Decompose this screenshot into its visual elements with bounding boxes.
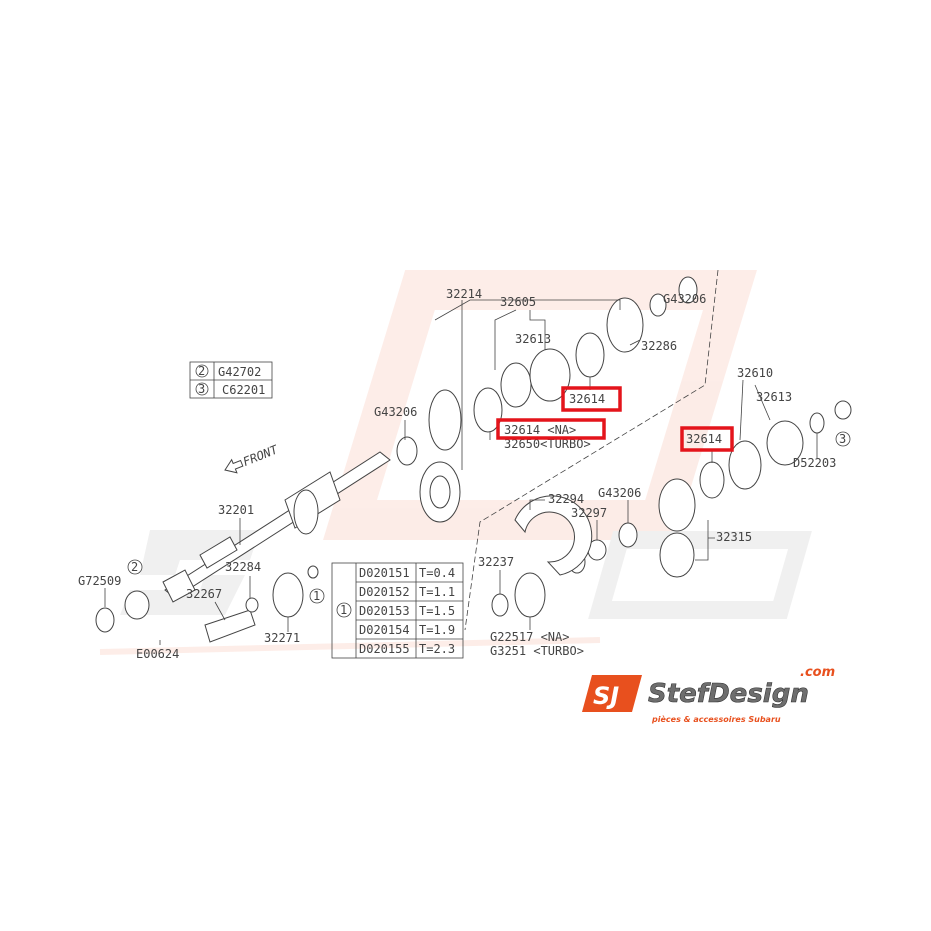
label-32237: 32237 bbox=[478, 555, 514, 569]
label-32614: 32614 bbox=[569, 392, 605, 406]
needle-bearing-g43206-right bbox=[618, 522, 638, 548]
label-32286: 32286 bbox=[641, 339, 677, 353]
main-shaft-32201 bbox=[162, 451, 391, 603]
shim-thickness: T=1.9 bbox=[419, 623, 455, 637]
hub-32610 bbox=[766, 420, 804, 466]
label-32294: 32294 bbox=[548, 492, 584, 506]
logo-sj-letters: SJ bbox=[593, 682, 619, 710]
shim-thickness: T=0.4 bbox=[419, 566, 455, 580]
gear-32214 bbox=[428, 389, 462, 451]
front-indicator: FRONT bbox=[224, 442, 280, 474]
ref-circle-1 bbox=[309, 588, 325, 604]
watermark-tagline-stroke bbox=[99, 637, 601, 655]
label-g22517-na: G22517 <NA> bbox=[490, 630, 569, 644]
hub-32605 bbox=[500, 362, 532, 408]
label-32201: 32201 bbox=[218, 503, 254, 517]
label-32613-right: 32613 bbox=[756, 390, 792, 404]
shim-table: 1 D020151 T=0.4 D020152 T=1.1 D020153 T=… bbox=[331, 562, 464, 659]
label-g43206-right: G43206 bbox=[598, 486, 641, 500]
label-32267: 32267 bbox=[186, 587, 222, 601]
shim-part: D020152 bbox=[359, 585, 410, 599]
shim-part: D020155 bbox=[359, 642, 410, 656]
label-32614-na: 32614 <NA> bbox=[504, 423, 576, 437]
ring-32614 bbox=[575, 332, 605, 378]
shim-part: D020151 bbox=[359, 566, 410, 580]
bushing bbox=[649, 293, 667, 317]
pin-32267 bbox=[204, 609, 256, 643]
shim-thickness: T=1.1 bbox=[419, 585, 455, 599]
half-moon-32294 bbox=[514, 495, 593, 576]
washer-32237 bbox=[491, 593, 509, 617]
shim-thickness: T=2.3 bbox=[419, 642, 455, 656]
label-32610: 32610 bbox=[737, 366, 773, 380]
ref-circle-3 bbox=[835, 431, 851, 447]
label-ref-3: 3 bbox=[839, 432, 846, 446]
gear-32271 bbox=[272, 572, 304, 618]
label-32297: 32297 bbox=[571, 506, 607, 520]
watermark-sj-shape bbox=[323, 270, 757, 540]
label-d52203: D52203 bbox=[793, 456, 836, 470]
leader-lines bbox=[104, 299, 818, 645]
ring-32614-right bbox=[699, 461, 725, 499]
collar bbox=[124, 590, 150, 620]
assembly-boundary bbox=[464, 269, 719, 631]
legend-ref: 3 bbox=[198, 382, 205, 396]
washer-d52203 bbox=[809, 412, 825, 434]
shim-part: D020154 bbox=[359, 623, 410, 637]
logo-brand: StefDesign bbox=[648, 679, 809, 709]
watermark bbox=[99, 270, 812, 655]
seal-g72509 bbox=[95, 607, 115, 633]
logo-tld: .com bbox=[800, 665, 835, 680]
label-g43206-top: G43206 bbox=[663, 292, 706, 306]
label-ref-1: 1 bbox=[313, 589, 320, 603]
label-32214: 32214 bbox=[446, 287, 482, 301]
label-32605: 32605 bbox=[500, 295, 536, 309]
highlight-32614-right bbox=[680, 426, 734, 452]
stefdesign-logo: SJ StefDesign .com pièces & accessoires … bbox=[582, 665, 835, 724]
ring-32614-na bbox=[473, 387, 503, 433]
front-label: FRONT bbox=[241, 442, 280, 469]
highlight-32614-na bbox=[496, 418, 606, 440]
bearing-g22517 bbox=[514, 572, 546, 618]
watermark-sign-shape bbox=[588, 531, 812, 619]
label-32614-right: 32614 bbox=[686, 432, 722, 446]
gear-bore bbox=[429, 475, 451, 509]
needle-bearing-g43206-top bbox=[678, 276, 698, 304]
label-32271: 32271 bbox=[264, 631, 300, 645]
label-32315: 32315 bbox=[716, 530, 752, 544]
sleeve-32610 bbox=[728, 440, 762, 490]
legend-ref: 2 bbox=[198, 364, 205, 378]
shim-thickness: T=1.5 bbox=[419, 604, 455, 618]
front-arrow-icon bbox=[224, 458, 244, 474]
needle-bearing-g43206 bbox=[396, 436, 418, 466]
legend-part: C62201 bbox=[222, 383, 265, 397]
gear-32286 bbox=[606, 297, 644, 353]
label-32650-turbo: 32650<TURBO> bbox=[504, 437, 591, 451]
highlight-32614 bbox=[561, 386, 622, 412]
gear-32315 bbox=[658, 478, 696, 532]
sleeve-32605 bbox=[529, 348, 571, 402]
shim-ref: 1 bbox=[340, 603, 347, 617]
label-e00624: E00624 bbox=[136, 647, 179, 661]
shim-ring bbox=[307, 565, 319, 579]
part-labels: 32214 32605 32613 32614 32614 <NA> 32650… bbox=[78, 287, 851, 661]
label-g43206: G43206 bbox=[374, 405, 417, 419]
label-ref-2: 2 bbox=[131, 560, 138, 574]
label-g72509: G72509 bbox=[78, 574, 121, 588]
shim-part: D020153 bbox=[359, 604, 410, 618]
label-32613: 32613 bbox=[515, 332, 551, 346]
logo-tagline: pièces & accessoires Subaru bbox=[651, 714, 781, 724]
logo-sj-badge bbox=[582, 675, 642, 712]
legend-part: G42702 bbox=[218, 365, 261, 379]
label-32284: 32284 bbox=[225, 560, 261, 574]
washer-32284 bbox=[245, 597, 259, 613]
ref-circle-2 bbox=[127, 559, 143, 575]
gear-32315-b bbox=[659, 532, 695, 578]
ref-legend-table: 2 G42702 3 C62201 bbox=[189, 361, 273, 399]
nut bbox=[834, 400, 852, 420]
label-g3251-turbo: G3251 <TURBO> bbox=[490, 644, 584, 658]
